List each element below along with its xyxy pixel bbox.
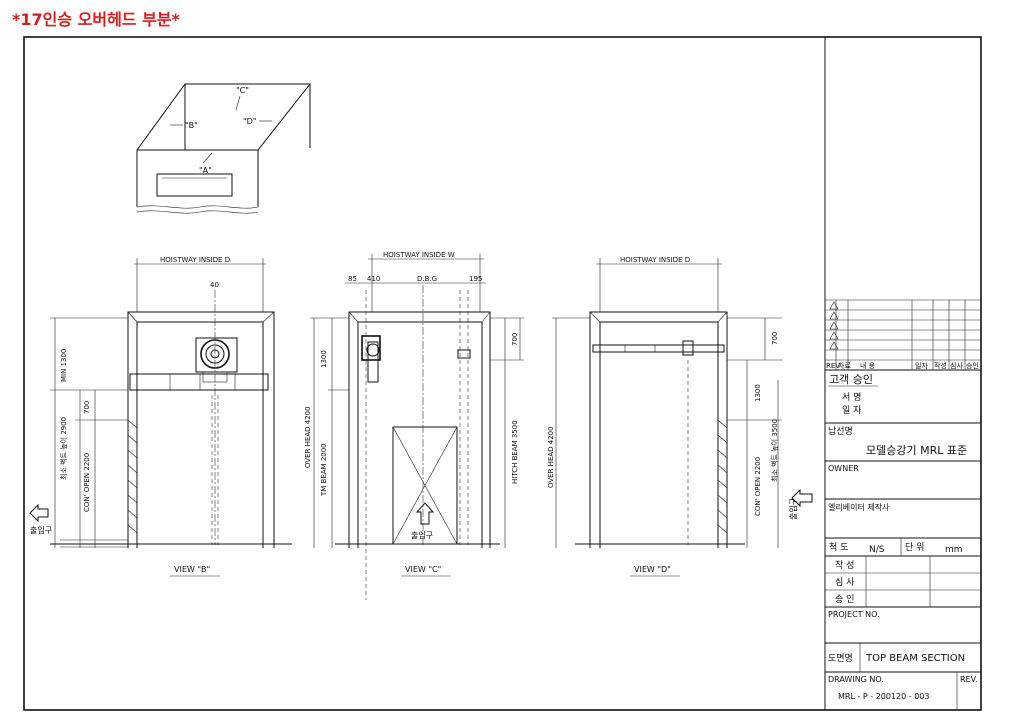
view-d-dim-overhead: OVER HEAD 4200 (547, 426, 555, 488)
view-b: HOISTWAY INSIDE D 40 (29, 256, 292, 577)
view-b-dim-40: 40 (210, 281, 219, 289)
rev-header-rev: REV (826, 362, 840, 370)
rev-header-content: 내 용 (860, 361, 876, 370)
view-c-dim-700: 700 (511, 333, 519, 346)
rev-header-date: 일자 (915, 361, 928, 370)
unit-value: mm (945, 545, 963, 555)
sheet-border (23, 36, 982, 711)
entrance-arrow-icon (29, 503, 49, 523)
view-c-dim-dbg: D.B.G (417, 275, 437, 283)
view-b-dim-min: MIN 1300 (60, 349, 68, 382)
maker-label: 엘리베이터 제작사 (828, 502, 890, 512)
view-d-caption: VIEW "D" (634, 565, 671, 574)
view-c-dim-85: 85 (348, 275, 357, 283)
view-c-dim-410: 410 (367, 275, 380, 283)
date-label: 일 자 (842, 405, 862, 416)
entrance-arrow-up-icon (415, 502, 435, 525)
view-d-entrance: 출입구 (788, 498, 798, 520)
view-c-top-dim: HOISTWAY INSIDE W (383, 251, 455, 259)
page-heading: *17인승 오버헤드 부분* (12, 10, 180, 29)
view-c: HOISTWAY INSIDE W 85 410 D.B.G 195 OVER … (304, 251, 524, 600)
perspective-label-b: "B" (185, 121, 198, 130)
drawing-name: TOP BEAM SECTION (865, 653, 965, 664)
perspective-label-a: "A" (199, 166, 212, 175)
perspective-sketch: "C" "B" "D" "A" (136, 83, 312, 214)
view-c-caption: VIEW "C" (405, 565, 441, 574)
rev-label: REV. (960, 675, 978, 684)
rev-header-no: 차료 (838, 361, 851, 370)
view-b-dim-con: CON' OPEN 2200 (83, 453, 91, 512)
view-d-dim-1300: 1300 (754, 384, 762, 402)
view-c-dim-hitch: HITCH BEAM 3500 (511, 420, 519, 484)
scale-label: 척 도 (829, 542, 848, 553)
revision-triangle-icon (829, 301, 839, 350)
entrance-arrow-left-icon (791, 488, 813, 508)
drawing-no-label: DRAWING NO. (828, 675, 884, 684)
view-c-dim-tm: TM BEAM 2000 (320, 443, 328, 497)
view-c-dim-overhead: OVER HEAD 4200 (304, 406, 312, 468)
view-b-entrance: 출입구 (30, 525, 52, 535)
checked-label: 심 사 (835, 577, 855, 588)
owner-label: OWNER (828, 464, 859, 473)
delivery-label: 납선명 (828, 426, 853, 437)
view-c-entrance: 출입구 (411, 530, 433, 540)
view-b-dim-700: 700 (83, 401, 91, 414)
rev-header-drawn: 작성 (934, 361, 947, 370)
view-d: HOISTWAY INSIDE D OVER HEAD 4200 (547, 256, 813, 577)
rev-header-checked: 심사 (950, 361, 963, 370)
customer-approval: 고객 승인 (829, 373, 873, 386)
scale-value: N/S (869, 545, 885, 555)
drawing-no: MRL - P - 200120 - 003 (838, 692, 929, 701)
view-c-dim-195: 195 (469, 275, 482, 283)
view-b-top-dim: HOISTWAY INSIDE D (160, 256, 230, 264)
approved-label: 승 인 (835, 594, 854, 605)
view-b-dim-2900: 최소 벽트 높이 2900 (59, 417, 68, 480)
title-block: REV 차료 내 용 일자 작성 심사 승인 고객 승인 서 명 일 자 납선명… (825, 299, 981, 710)
unit-label: 단 위 (905, 542, 924, 553)
view-d-dim-con: CON' OPEN 2200 (754, 457, 762, 516)
view-d-top-dim: HOISTWAY INSIDE D (620, 256, 690, 264)
view-d-dim-700: 700 (771, 332, 779, 345)
delivery-value: 모델승강기 MRL 표준 (866, 444, 967, 457)
perspective-label-c: "C" (236, 86, 249, 95)
perspective-label-d: "D" (243, 117, 257, 126)
rev-header-approved: 승인 (966, 361, 979, 370)
view-c-dim-1300: 1300 (320, 350, 328, 368)
drawn-label: 작 성 (835, 560, 854, 571)
project-no-label: PROJECT NO. (828, 610, 880, 619)
drawing-name-label: 도면명 (828, 653, 853, 664)
view-d-dim-3500: 최소 벽트 높이 3500 (770, 419, 779, 482)
signature-label: 서 명 (842, 392, 861, 403)
view-b-caption: VIEW "B" (174, 565, 210, 574)
